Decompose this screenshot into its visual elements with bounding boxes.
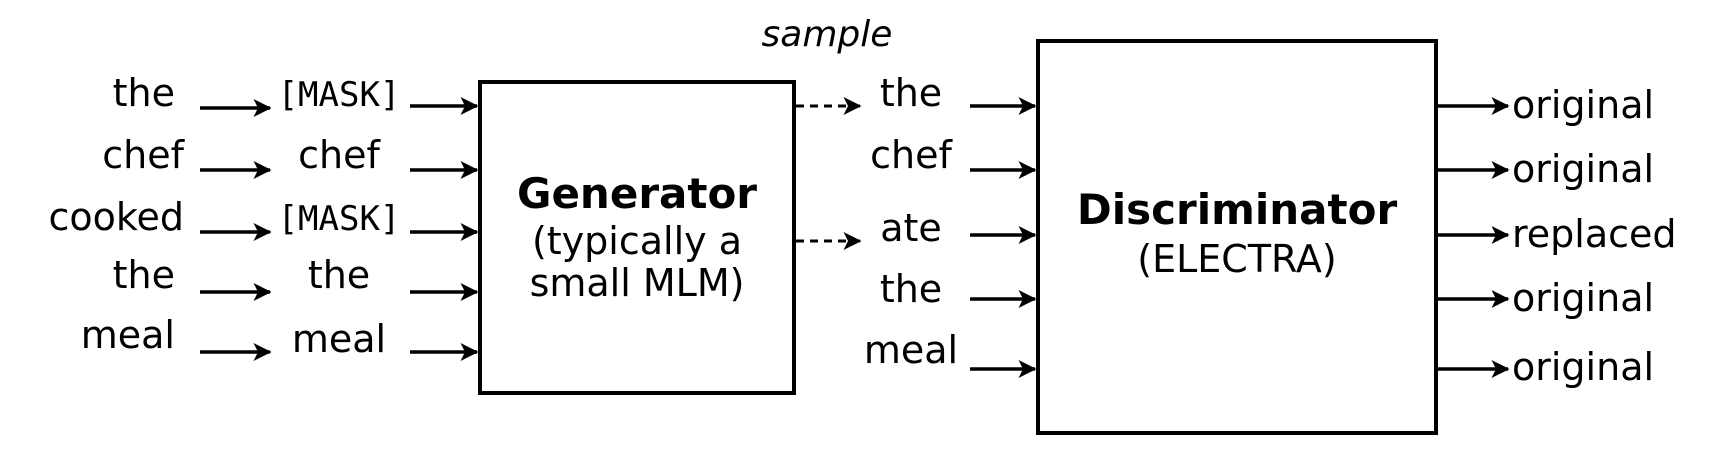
masked-token: meal — [292, 317, 386, 361]
masked-tokens: [MASK] chef [MASK] the meal — [278, 75, 401, 361]
output-labels: original original replaced original orig… — [1512, 83, 1677, 389]
output-label: replaced — [1512, 212, 1677, 256]
input-token: chef — [102, 133, 185, 177]
sampled-token: chef — [870, 133, 953, 177]
discriminator-subtitle: (ELECTRA) — [1137, 237, 1336, 281]
discriminator-frame — [1036, 39, 1438, 435]
generator-input-arrows — [410, 97, 479, 361]
input-token: the — [113, 71, 175, 115]
masked-token: the — [308, 253, 370, 297]
generator-subtitle-1: (typically a — [532, 219, 742, 263]
input-token: cooked — [48, 195, 184, 239]
output-label: original — [1512, 147, 1654, 191]
generator-title: Generator — [517, 169, 757, 218]
output-label: original — [1512, 276, 1654, 320]
input-arrows — [200, 99, 272, 361]
discriminator-title: Discriminator — [1077, 185, 1398, 234]
input-token: meal — [81, 313, 175, 357]
sampled-token: the — [880, 267, 942, 311]
sample-arrows — [796, 97, 862, 250]
input-tokens: the chef cooked the meal — [48, 71, 185, 357]
generator-box: Generator (typically a small MLM) — [478, 80, 796, 395]
generator-subtitle-2: small MLM) — [530, 261, 745, 305]
output-label: original — [1512, 83, 1654, 127]
sampled-token: ate — [880, 206, 942, 250]
output-label: original — [1512, 345, 1654, 389]
discriminator-input-arrows — [970, 97, 1037, 378]
sampled-token: meal — [864, 328, 958, 372]
input-token: the — [113, 253, 175, 297]
generator-frame — [478, 80, 796, 395]
masked-token: chef — [298, 133, 381, 177]
masked-token: [MASK] — [278, 75, 401, 115]
sample-label: sample — [762, 14, 893, 55]
sampled-tokens: the chef ate the meal — [864, 71, 958, 372]
discriminator-box: Discriminator (ELECTRA) — [1036, 39, 1438, 435]
masked-token: [MASK] — [278, 199, 401, 239]
output-arrows — [1438, 97, 1510, 378]
sampled-token: the — [880, 71, 942, 115]
